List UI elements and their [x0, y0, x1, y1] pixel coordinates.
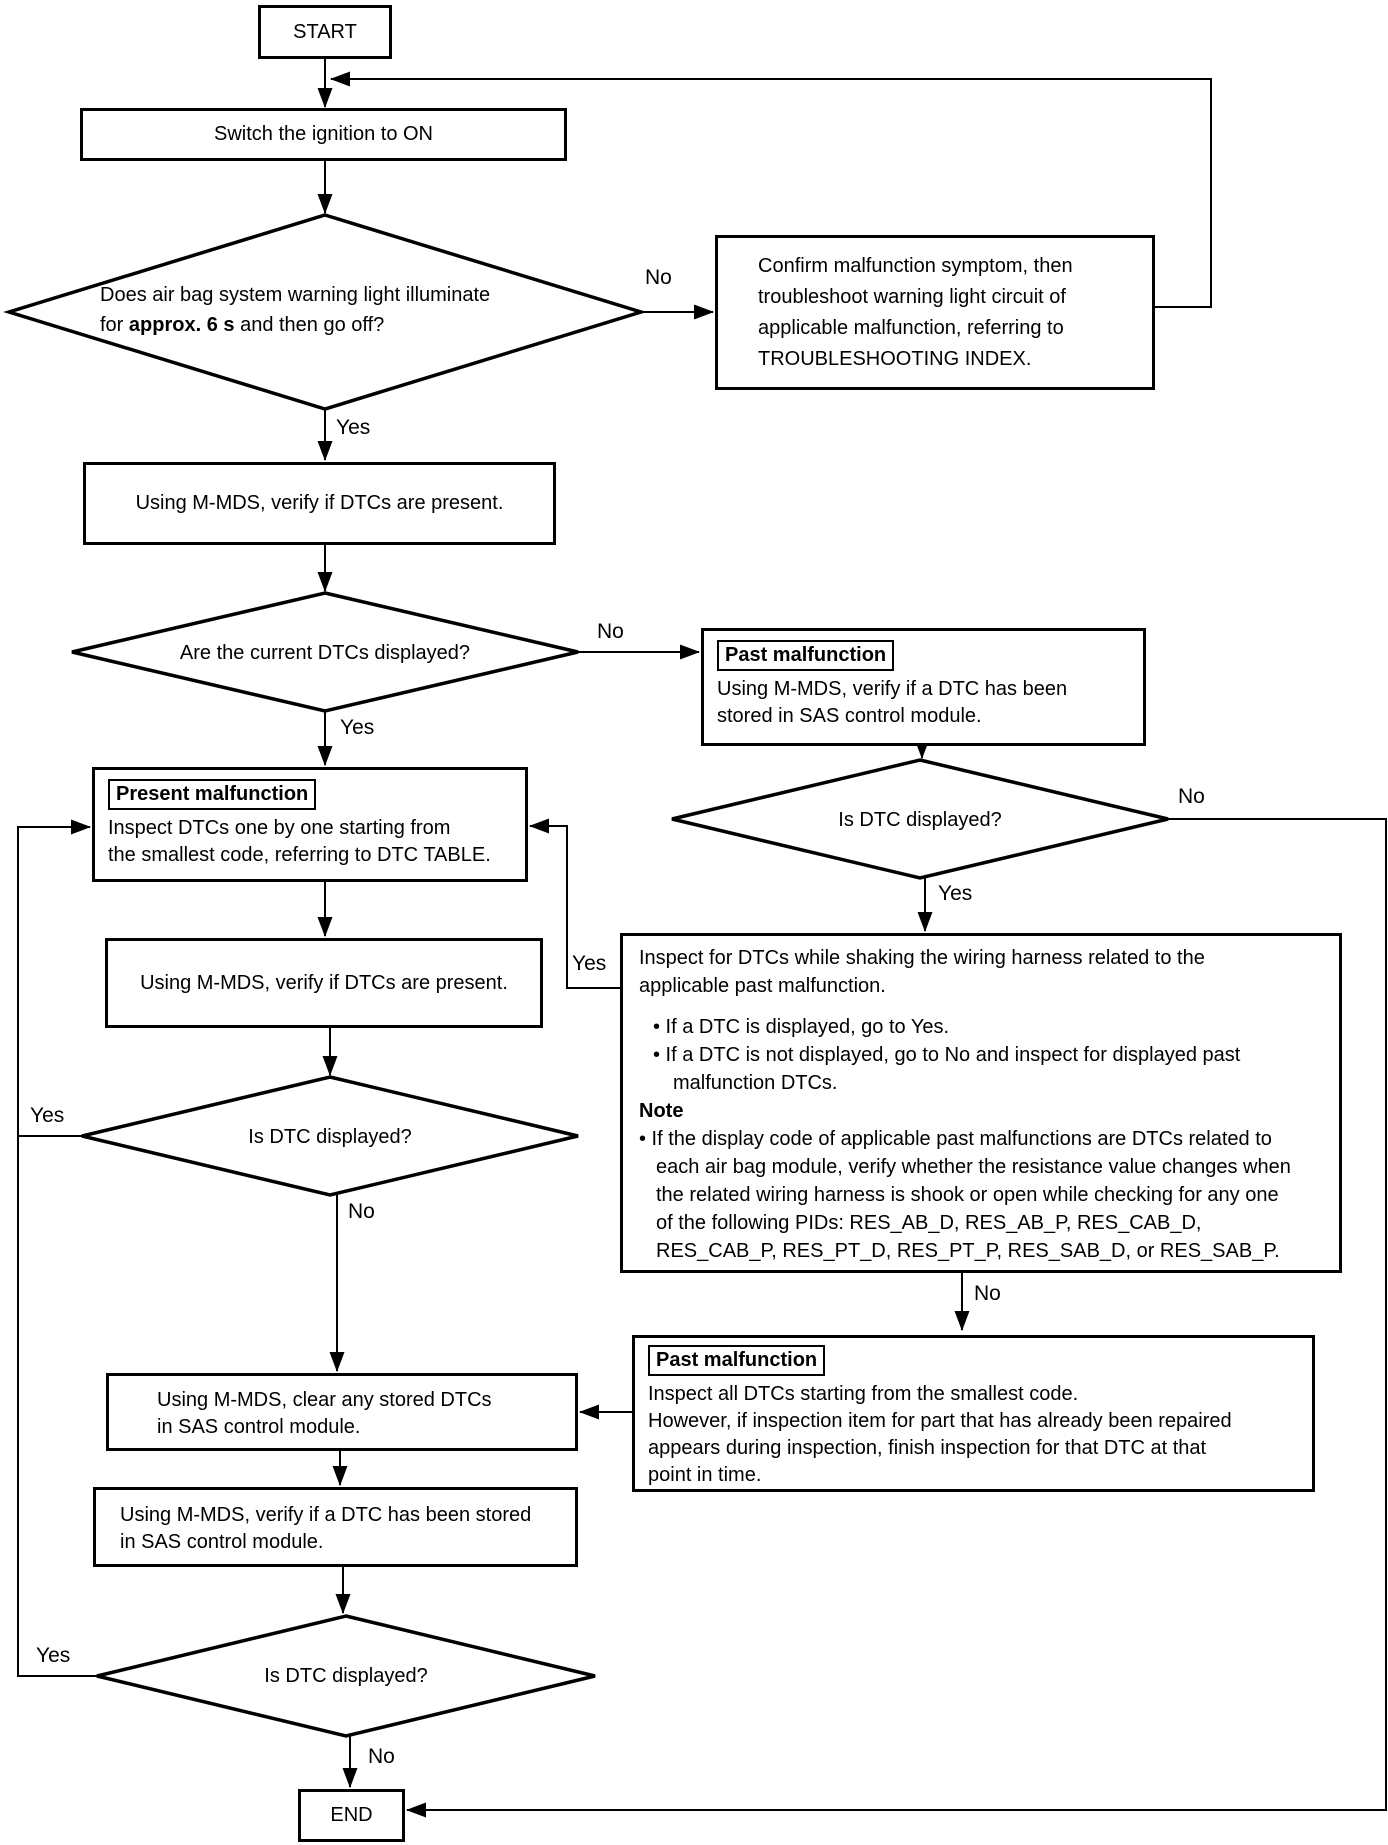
- edge-label-no-dtc-left: No: [348, 1200, 375, 1223]
- connector-lines: [17, 59, 1387, 1818]
- diamond-dtc-displayed-bottom: [96, 1614, 596, 1738]
- note-line: each air bag module, verify whether the …: [656, 1156, 1291, 1178]
- edge-label-yes-shake: Yes: [572, 952, 607, 975]
- past-inspect-line: point in time.: [648, 1464, 762, 1486]
- verify-dtcs-label-1: Using M-MDS, verify if DTCs are present.: [135, 492, 504, 514]
- verify-dtcs-node-2: Using M-MDS, verify if DTCs are present.: [105, 938, 543, 1028]
- switch-ignition-node: Switch the ignition to ON: [80, 108, 567, 161]
- warning-light-line2: for approx. 6 s and then go off?: [100, 314, 385, 336]
- verify-stored-dtc-node: Using M-MDS, verify if a DTC has been st…: [93, 1487, 578, 1567]
- confirm-line: troubleshoot warning light circuit of: [758, 286, 1066, 308]
- shake-bullet-cont: malfunction DTCs.: [673, 1072, 838, 1094]
- confirm-malfunction-node: Confirm malfunction symptom, then troubl…: [715, 235, 1155, 390]
- current-dtcs-question: Are the current DTCs displayed?: [179, 642, 471, 664]
- dtc-displayed-right-question: Is DTC displayed?: [838, 809, 1002, 831]
- edge-label-yes-current-dtcs: Yes: [340, 716, 375, 739]
- edge-label-yes-dtc-bottom: Yes: [36, 1644, 71, 1667]
- present-line: Inspect DTCs one by one starting from: [108, 817, 451, 839]
- verify-dtcs-label-2: Using M-MDS, verify if DTCs are present.: [140, 971, 508, 994]
- past-check-line: stored in SAS control module.: [717, 705, 982, 727]
- past-malfunction-check-node: Past malfunction Using M-MDS, verify if …: [701, 628, 1146, 746]
- clear-dtcs-line: Using M-MDS, clear any stored DTCs: [157, 1389, 492, 1411]
- clear-dtcs-line: in SAS control module.: [157, 1416, 361, 1438]
- edge-label-no-dtc-bottom: No: [368, 1745, 395, 1768]
- note-line: RES_CAB_P, RES_PT_D, RES_PT_P, RES_SAB_D…: [656, 1240, 1280, 1262]
- note-line: • If the display code of applicable past…: [639, 1128, 1272, 1150]
- past-inspect-line: However, if inspection item for part tha…: [648, 1410, 1232, 1432]
- note-title: Note: [639, 1100, 684, 1122]
- approx-6s-bold: approx. 6 s: [128, 314, 235, 336]
- warning-light-question: Does air bag system warning light illumi…: [100, 280, 490, 340]
- switch-ignition-label: Switch the ignition to ON: [214, 123, 433, 145]
- spacer: [639, 1000, 1331, 1013]
- shake-line: applicable past malfunction.: [639, 975, 886, 997]
- past-inspect-line: Inspect all DTCs starting from the small…: [648, 1383, 1079, 1405]
- confirm-line: TROUBLESHOOTING INDEX.: [758, 348, 1032, 370]
- present-malfunction-node: Present malfunction Inspect DTCs one by …: [92, 767, 528, 882]
- verify-stored-line: in SAS control module.: [120, 1531, 324, 1553]
- diamond-dtc-displayed-right: [671, 758, 1169, 880]
- edge-label-no-warning-light: No: [645, 266, 672, 289]
- edge-label-yes-warning-light: Yes: [336, 416, 371, 439]
- note-line: of the following PIDs: RES_AB_D, RES_AB_…: [656, 1212, 1202, 1234]
- diamond-dtc-displayed-left: [81, 1075, 579, 1197]
- verify-stored-line: Using M-MDS, verify if a DTC has been st…: [120, 1504, 532, 1526]
- verify-dtcs-node-1: Using M-MDS, verify if DTCs are present.: [83, 462, 556, 545]
- present-line: the smallest code, referring to DTC TABL…: [108, 844, 491, 866]
- edge-label-yes-dtc-left: Yes: [30, 1104, 65, 1127]
- present-malfunction-tag: Present malfunction: [108, 779, 317, 810]
- shake-line: Inspect for DTCs while shaking the wirin…: [639, 947, 1205, 969]
- edge-label-no-current-dtcs: No: [597, 620, 624, 643]
- shake-bullet: • If a DTC is displayed, go to Yes.: [653, 1016, 950, 1038]
- shake-harness-note-node: Inspect for DTCs while shaking the wirin…: [620, 933, 1342, 1273]
- dtc-displayed-left-question: Is DTC displayed?: [248, 1126, 412, 1148]
- note-line: the related wiring harness is shook or o…: [656, 1184, 1279, 1206]
- edge-label-no-dtc-right: No: [1178, 785, 1205, 808]
- shake-bullet: • If a DTC is not displayed, go to No an…: [653, 1044, 1241, 1066]
- start-label: START: [293, 20, 357, 43]
- past-malfunction-tag: Past malfunction: [648, 1345, 826, 1376]
- past-check-line: Using M-MDS, verify if a DTC has been: [717, 678, 1068, 700]
- past-inspect-line: appears during inspection, finish inspec…: [648, 1437, 1207, 1459]
- clear-dtcs-node: Using M-MDS, clear any stored DTCs in SA…: [106, 1373, 578, 1451]
- past-malfunction-tag: Past malfunction: [717, 640, 895, 671]
- edge-label-yes-dtc-right: Yes: [938, 882, 973, 905]
- decision-diamonds: [3, 213, 1169, 1738]
- past-malfunction-inspect-node: Past malfunction Inspect all DTCs starti…: [632, 1335, 1315, 1492]
- edge-label-no-shake: No: [974, 1282, 1001, 1305]
- end-node: END: [298, 1789, 405, 1842]
- confirm-line: Confirm malfunction symptom, then: [758, 255, 1073, 277]
- dtc-displayed-bottom-question: Is DTC displayed?: [264, 1665, 428, 1687]
- confirm-line: applicable malfunction, referring to: [758, 317, 1064, 339]
- start-node: START: [258, 5, 392, 59]
- end-label: END: [330, 1804, 373, 1826]
- warning-light-line1: Does air bag system warning light illumi…: [100, 284, 491, 306]
